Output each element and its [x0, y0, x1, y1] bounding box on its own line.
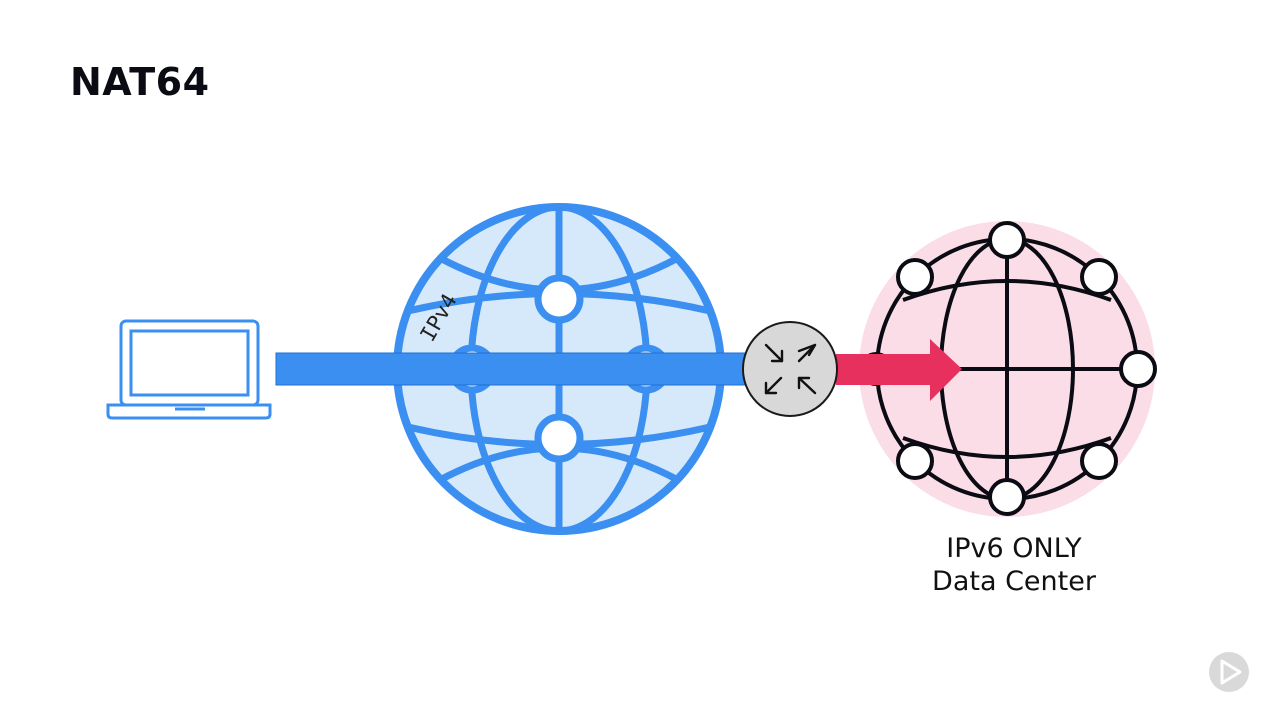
datacenter-label: IPv6 ONLY Data Center [900, 532, 1128, 598]
slide-title: NAT64 [70, 60, 210, 104]
ipv6-globe-icon [859, 221, 1157, 517]
ipv4-link-bar [275, 352, 747, 386]
datacenter-label-line2: Data Center [932, 566, 1096, 597]
ipv6-arrow [836, 339, 962, 401]
laptop-icon [106, 319, 272, 420]
router-icon [742, 321, 838, 417]
datacenter-label-line1: IPv6 ONLY [946, 533, 1082, 564]
play-icon[interactable] [1207, 650, 1251, 694]
